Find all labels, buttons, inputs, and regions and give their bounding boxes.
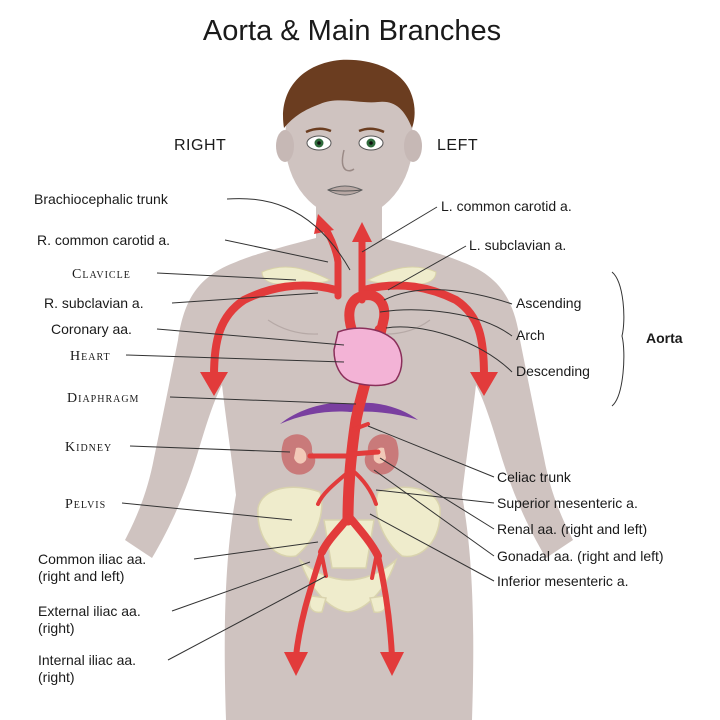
diagram-title: Aorta & Main Branches <box>203 15 501 47</box>
right-side-label: RIGHT <box>174 137 226 154</box>
heart <box>333 327 403 387</box>
label-common-iliac: Common iliac aa. <box>38 551 146 567</box>
body-silhouette <box>125 59 573 720</box>
label-celiac: Celiac trunk <box>497 469 572 485</box>
label-r-subclavian: R. subclavian a. <box>44 295 144 311</box>
arrow-left-carotid <box>352 222 372 242</box>
label-arch: Arch <box>516 327 545 343</box>
label-external-iliac-sub: (right) <box>38 620 75 636</box>
label-gonadal: Gonadal aa. (right and left) <box>497 548 664 564</box>
label-brachiocephalic: Brachiocephalic trunk <box>34 191 169 207</box>
label-external-iliac: External iliac aa. <box>38 603 141 619</box>
arrow-right-arm <box>200 372 228 396</box>
diaphragm <box>280 402 418 424</box>
label-superior-mesenteric: Superior mesenteric a. <box>497 495 638 511</box>
label-diaphragm: Diaphragm <box>67 391 139 406</box>
arteries <box>200 214 498 676</box>
label-common-iliac-sub: (right and left) <box>38 568 124 584</box>
label-clavicle: Clavicle <box>72 267 131 282</box>
aorta-bracket <box>611 271 625 407</box>
label-aorta: Aorta <box>646 330 683 346</box>
arrow-left-arm <box>470 372 498 396</box>
label-kidney: Kidney <box>65 440 112 455</box>
left-side-label: LEFT <box>437 137 478 154</box>
label-r-common-carotid: R. common carotid a. <box>37 232 170 248</box>
arrow-right-leg <box>284 652 308 676</box>
label-internal-iliac: Internal iliac aa. <box>38 652 136 668</box>
label-inferior-mesenteric: Inferior mesenteric a. <box>497 573 629 589</box>
leader-lines <box>121 198 625 661</box>
label-internal-iliac-sub: (right) <box>38 669 75 685</box>
label-ascending: Ascending <box>516 295 581 311</box>
hair <box>283 59 415 128</box>
arrow-left-leg <box>380 652 404 676</box>
label-pelvis: Pelvis <box>65 497 106 512</box>
label-l-subclavian: L. subclavian a. <box>469 237 566 253</box>
label-descending: Descending <box>516 363 590 379</box>
label-heart: Heart <box>70 349 111 364</box>
label-l-common-carotid: L. common carotid a. <box>441 198 572 214</box>
label-coronary: Coronary aa. <box>51 321 132 337</box>
label-renal: Renal aa. (right and left) <box>497 521 647 537</box>
